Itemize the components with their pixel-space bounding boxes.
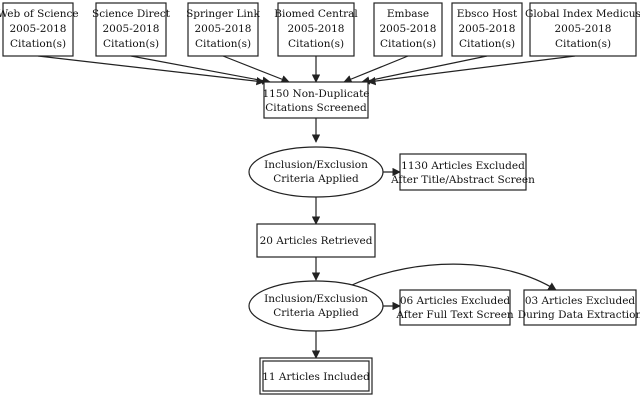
- source-name: Global Index Medicus: [525, 8, 640, 20]
- excluded3-line1: 03 Articles Excluded: [525, 295, 636, 307]
- excluded2-line2: After Full Text Screen: [395, 309, 514, 321]
- edge-ebsco-screened: [361, 55, 488, 85]
- source-box-biomed-central: Biomed Central 2005-2018 Citation(s): [274, 2, 358, 57]
- source-unit: Citation(s): [555, 38, 611, 50]
- excluded1-line1: 1130 Articles Excluded: [401, 160, 525, 172]
- criteria1-line2: Criteria Applied: [273, 173, 359, 185]
- edge-sl-screened: [222, 55, 290, 84]
- source-unit: Citation(s): [195, 38, 251, 50]
- excluded1-line2: After Title/Abstract Screen: [390, 174, 535, 186]
- retrieved-line1: 20 Articles Retrieved: [260, 235, 373, 247]
- source-years: 2005-2018: [459, 23, 516, 35]
- edge-sd-screened: [130, 55, 271, 85]
- criteria2-line1: Inclusion/Exclusion: [264, 293, 368, 305]
- source-box-springer-link: Springer Link 2005-2018 Citation(s): [186, 2, 261, 57]
- source-unit: Citation(s): [288, 38, 344, 50]
- excluded3-line2: During Data Extraction: [518, 309, 640, 321]
- included-line1: 11 Articles Included: [262, 371, 370, 383]
- source-years: 2005-2018: [10, 23, 67, 35]
- retrieved-box: 20 Articles Retrieved: [256, 223, 376, 258]
- source-box-embase: Embase 2005-2018 Citation(s): [373, 2, 443, 57]
- source-unit: Citation(s): [10, 38, 66, 50]
- source-years: 2005-2018: [555, 23, 612, 35]
- source-name: Ebsco Host: [457, 8, 518, 20]
- edge-gim-screened: [367, 55, 576, 86]
- source-box-science-direct: Science Direct 2005-2018 Citation(s): [92, 2, 171, 57]
- source-box-web-of-science: Web of Science 2005-2018 Citation(s): [0, 2, 79, 57]
- excluded3-box: 03 Articles Excluded During Data Extract…: [518, 289, 640, 326]
- source-years: 2005-2018: [103, 23, 160, 35]
- excluded1-box: 1130 Articles Excluded After Title/Abstr…: [390, 153, 535, 191]
- criteria1-ellipse: Inclusion/Exclusion Criteria Applied: [248, 146, 384, 198]
- screened-box: 1150 Non-Duplicate Citations Screened: [262, 81, 370, 119]
- source-name: Science Direct: [92, 8, 171, 20]
- criteria2-ellipse: Inclusion/Exclusion Criteria Applied: [248, 280, 384, 332]
- source-name: Embase: [387, 8, 429, 20]
- excluded2-box: 06 Articles Excluded After Full Text Scr…: [395, 289, 514, 326]
- edge-wos-screened: [37, 55, 265, 86]
- source-box-ebsco-host: Ebsco Host 2005-2018 Citation(s): [451, 2, 523, 57]
- source-unit: Citation(s): [459, 38, 515, 50]
- source-unit: Citation(s): [103, 38, 159, 50]
- source-years: 2005-2018: [195, 23, 252, 35]
- source-years: 2005-2018: [288, 23, 345, 35]
- source-years: 2005-2018: [380, 23, 437, 35]
- edges-sources: [37, 55, 576, 86]
- screened-line1: 1150 Non-Duplicate: [262, 88, 369, 100]
- source-name: Springer Link: [186, 8, 260, 20]
- source-name: Biomed Central: [274, 8, 358, 20]
- source-box-global-index-medicus: Global Index Medicus 2005-2018 Citation(…: [525, 2, 640, 57]
- screened-line2: Citations Screened: [265, 102, 367, 114]
- criteria2-line2: Criteria Applied: [273, 307, 359, 319]
- edge-criteria2-excluded3: [351, 263, 557, 291]
- edge-embase-screened: [343, 55, 409, 84]
- source-name: Web of Science: [0, 8, 79, 20]
- excluded2-line1: 06 Articles Excluded: [400, 295, 511, 307]
- source-unit: Citation(s): [380, 38, 436, 50]
- included-box: 11 Articles Included: [259, 357, 373, 395]
- criteria1-line1: Inclusion/Exclusion: [264, 159, 368, 171]
